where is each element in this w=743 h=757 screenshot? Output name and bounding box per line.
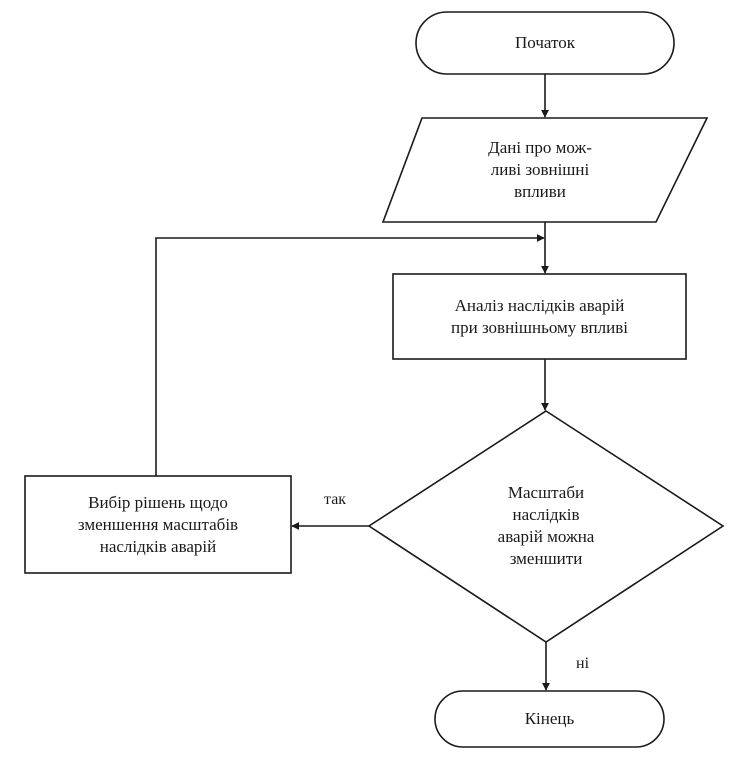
input-parallelogram bbox=[381, 117, 709, 223]
end-terminator bbox=[434, 690, 665, 748]
edge-action-loop-back bbox=[155, 234, 545, 476]
analysis-process-box bbox=[392, 273, 687, 360]
end-label: Кінець bbox=[524, 709, 575, 728]
action-label: Вибір рішень щодо зменшення масштабів на… bbox=[77, 492, 239, 556]
start-label: Початок bbox=[515, 33, 575, 52]
decision-label: Масштаби наслідків аварій можна зменшити bbox=[497, 483, 595, 568]
yes-branch-label: так bbox=[324, 491, 347, 508]
action-process-box bbox=[24, 475, 292, 574]
input-label: Дані про мож- ливі зовнішні впливи bbox=[488, 138, 592, 201]
analysis-label: Аналіз наслідків аварій при зовнішньому … bbox=[451, 295, 628, 337]
no-branch-label: ні bbox=[576, 655, 590, 672]
